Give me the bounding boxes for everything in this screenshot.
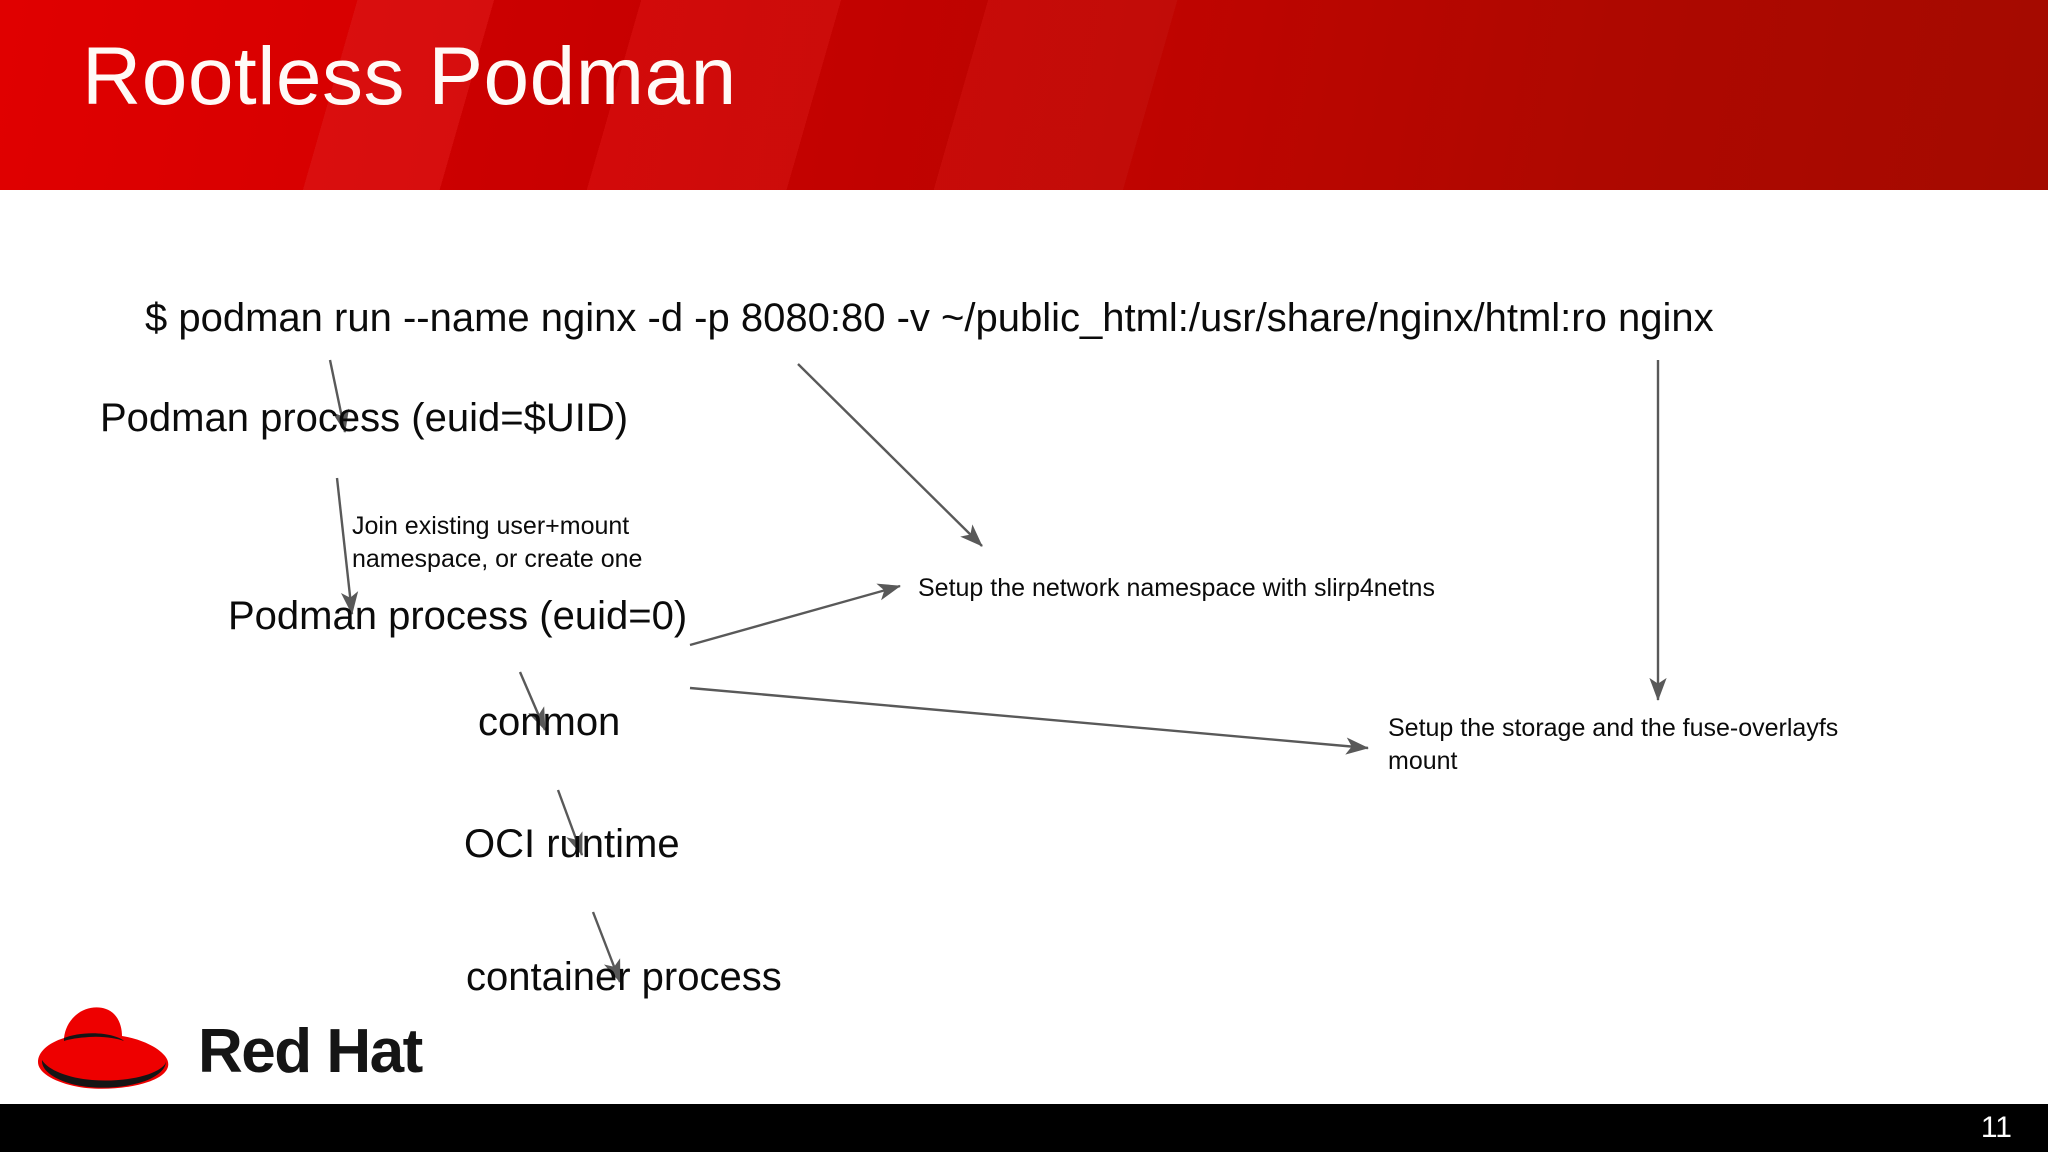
- slide-header-band: Rootless Podman: [0, 0, 2048, 190]
- node-oci-runtime: OCI runtime: [464, 822, 680, 866]
- annotation-join-namespace-line2: namespace, or create one: [352, 545, 643, 573]
- red-hat-fedora-icon: [38, 1007, 169, 1089]
- page-title: Rootless Podman: [82, 31, 737, 122]
- annotation-join-namespace-line1: Join existing user+mount: [352, 512, 630, 540]
- node-conmon: conmon: [478, 700, 621, 744]
- red-hat-logo: Red Hat: [32, 1002, 432, 1098]
- arrow-podman-root-to-network-annotation: [689, 583, 901, 647]
- page-number: 11: [1980, 1111, 2012, 1144]
- node-podman-process-euid-uid: Podman process (euid=$UID): [100, 396, 629, 440]
- command-line-text: $ podman run --name nginx -d -p 8080:80 …: [145, 296, 1714, 340]
- node-podman-process-euid-0: Podman process (euid=0): [228, 594, 688, 638]
- annotation-storage-mount: Setup the storage and the fuse-overlayfs…: [1388, 712, 1948, 778]
- arrow-command-to-network-annotation: [797, 363, 983, 547]
- annotation-storage-mount-line2: mount: [1388, 747, 1458, 775]
- arrow-podman-root-to-storage-annotation: [689, 686, 1369, 755]
- slide-footer-bar: 11: [0, 1104, 2048, 1152]
- annotation-storage-mount-line1: Setup the storage and the fuse-overlayfs: [1388, 714, 1839, 742]
- node-container-process: container process: [466, 955, 782, 999]
- red-hat-wordmark: Red Hat: [198, 1017, 423, 1086]
- annotation-network-namespace: Setup the network namespace with slirp4n…: [918, 574, 1435, 602]
- annotation-join-namespace: Join existing user+mount namespace, or c…: [352, 510, 722, 576]
